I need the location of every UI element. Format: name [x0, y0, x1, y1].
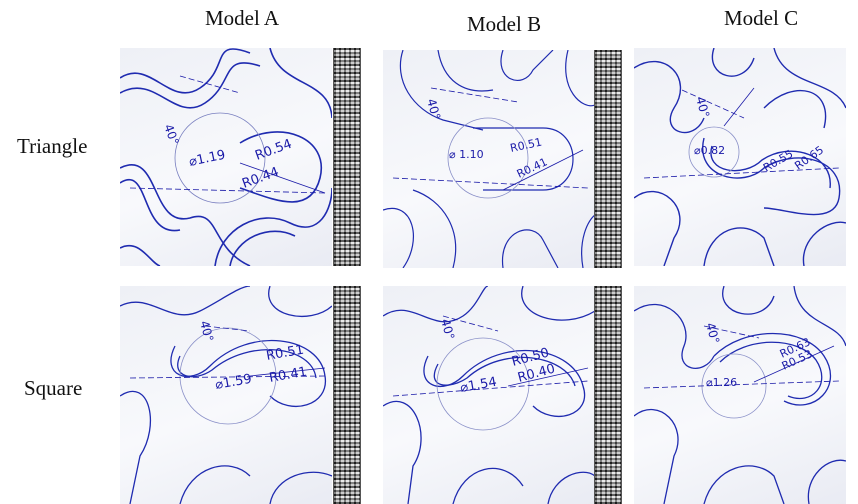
row-header-square: Square	[24, 376, 83, 400]
angle-label: 40°	[161, 122, 181, 147]
radius-inner-label: R0.65	[792, 143, 826, 172]
svg-text:⌀1.54: ⌀1.54	[459, 375, 498, 396]
row-header-triangle: Triangle	[17, 134, 88, 158]
svg-text:⌀ 1.10: ⌀ 1.10	[449, 148, 484, 161]
panel-triangle-model-b: 40° ⌀ 1.10 R0.51 R0.41	[383, 50, 595, 268]
svg-text:⌀1.19: ⌀1.19	[188, 148, 227, 170]
radius-inner-label: R0.41	[515, 155, 550, 180]
svg-text:⌀0.82: ⌀0.82	[694, 144, 725, 157]
column-header-model-b: Model B	[467, 12, 542, 36]
panel-triangle-model-a: 40° ⌀1.19 R0.54 R0.44	[120, 48, 332, 266]
sketch-square-model-b: 40° ⌀1.54 R0.50 R0.40	[383, 286, 595, 504]
angle-label: 40°	[703, 321, 722, 345]
angle-label: 40°	[424, 97, 443, 121]
radius-outer-label: R0.51	[509, 136, 543, 155]
diameter-label: 1.26	[713, 376, 738, 389]
angle-label: 40°	[438, 317, 457, 341]
svg-text:⌀1.59: ⌀1.59	[214, 372, 253, 393]
diameter-symbol: ⌀	[694, 144, 701, 157]
diameter-label: 1.59	[222, 372, 253, 392]
sketch-triangle-model-b: 40° ⌀ 1.10 R0.51 R0.41	[383, 50, 595, 268]
sketch-triangle-model-a: 40° ⌀1.19 R0.54 R0.44	[120, 48, 332, 266]
radius-inner-label: R0.41	[268, 365, 308, 386]
sketch-square-model-c: 40° ⌀1.26 R0.63 R0.53	[634, 286, 846, 504]
panel-square-model-a: 40° ⌀1.59 R0.51 R0.41	[120, 286, 332, 504]
sketch-triangle-model-c: 40° ⌀0.82 R0.55 R0.65	[634, 48, 846, 266]
stent-image-triangle-model-b	[594, 50, 622, 268]
panel-square-model-c: 40° ⌀1.26 R0.63 R0.53	[634, 286, 846, 504]
column-header-model-a: Model A	[205, 6, 280, 30]
diameter-symbol: ⌀	[706, 376, 713, 389]
panel-square-model-b: 40° ⌀1.54 R0.50 R0.40	[383, 286, 595, 504]
stent-image-triangle-model-a	[333, 48, 361, 266]
diameter-label: 0.82	[701, 144, 726, 157]
radius-inner-label: R0.44	[240, 165, 281, 192]
diameter-symbol: ⌀	[188, 154, 199, 170]
diameter-label: 1.10	[459, 148, 484, 161]
panel-triangle-model-c: 40° ⌀0.82 R0.55 R0.65	[634, 48, 846, 266]
column-header-model-c: Model C	[724, 6, 799, 30]
svg-text:⌀1.26: ⌀1.26	[706, 376, 737, 389]
angle-label: 40°	[693, 95, 712, 119]
stent-image-square-model-b	[594, 286, 622, 504]
diameter-label: 1.54	[467, 375, 498, 395]
diameter-symbol: ⌀	[214, 377, 224, 393]
diameter-symbol: ⌀	[459, 380, 469, 396]
angle-label: 40°	[197, 319, 216, 343]
radius-outer-label: R0.51	[265, 343, 305, 364]
stent-image-square-model-a	[333, 286, 361, 504]
diameter-symbol: ⌀	[449, 148, 459, 161]
diameter-label: 1.19	[195, 148, 226, 169]
radius-outer-label: R0.54	[253, 137, 294, 164]
sketch-square-model-a: 40° ⌀1.59 R0.51 R0.41	[120, 286, 332, 504]
